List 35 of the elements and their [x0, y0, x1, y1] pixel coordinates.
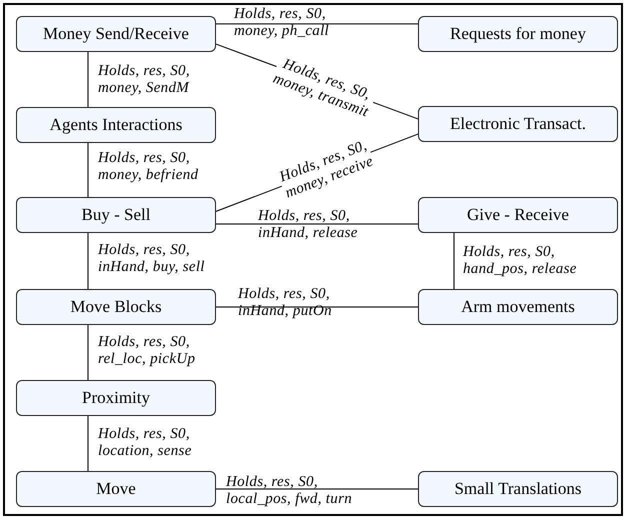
node-label: Agents Interactions [50, 115, 182, 135]
edge-label: Holds, res, S0, hand_pos, release [463, 244, 578, 278]
process-box [16, 289, 216, 325]
process-box [418, 289, 618, 325]
edge-label: Holds, res, S0, money, SendM [98, 63, 191, 97]
edge-label: Holds, res, S0, money, befriend [98, 150, 200, 184]
edge-label: Holds, res, S0, inHand, putOn [238, 286, 333, 320]
edge-label: Holds, res, S0, location, sense [98, 426, 193, 460]
process-box [16, 107, 216, 143]
edge-label: Holds, res, S0, inHand, buy, sell [98, 242, 206, 276]
edge-label: Holds, res, S0, rel_loc, pickUp [98, 334, 196, 368]
node-label: Move Blocks [70, 297, 162, 317]
edge-label: Holds, res, S0, money, ph_call [234, 6, 330, 40]
node-label: Give - Receive [467, 205, 569, 225]
process-box [16, 471, 216, 507]
connector-line [216, 23, 418, 24]
node-label: Requests for money [450, 24, 586, 44]
edge-label: Holds, res, S0, local_pos, fwd, turn [226, 474, 354, 508]
node-label: Small Translations [454, 479, 582, 499]
node-label: Electronic Transact. [450, 114, 586, 134]
node-label: Arm movements [461, 297, 575, 317]
process-box [418, 106, 618, 142]
process-box [418, 197, 618, 233]
edge-label: Holds, res, S0, inHand, release [258, 208, 359, 242]
connector-line [216, 306, 418, 308]
process-box [16, 380, 216, 416]
process-box [418, 16, 618, 52]
process-box [418, 471, 618, 507]
node-label: Move [96, 479, 136, 499]
connector-line [216, 488, 418, 490]
node-label: Proximity [82, 388, 150, 408]
process-box [16, 16, 216, 52]
node-label: Money Send/Receive [43, 24, 189, 44]
process-box [16, 197, 216, 233]
node-label: Buy - Sell [82, 205, 150, 225]
